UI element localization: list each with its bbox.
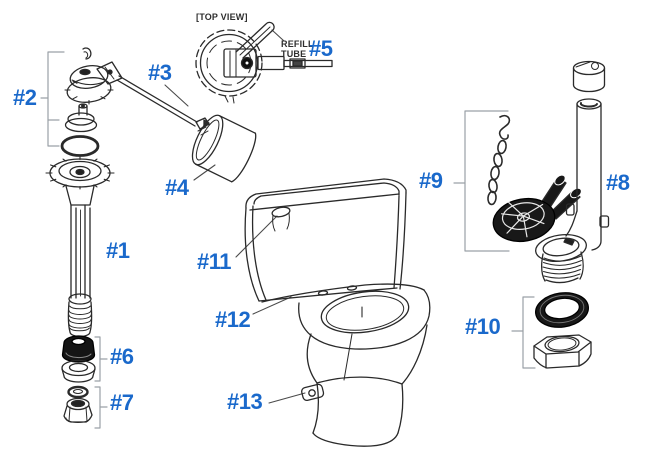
tank-to-bowl-gasket-drawing	[533, 292, 592, 369]
part-label-10: #10	[465, 314, 501, 339]
shank-locknut-drawing	[63, 385, 93, 423]
part-label-9: #9	[419, 168, 443, 193]
fill-valve-body-drawing	[45, 156, 115, 338]
valve-cap-parts-drawing	[60, 47, 123, 157]
part-label-5: #5	[309, 36, 333, 61]
float-ball-drawing	[191, 114, 257, 183]
callout-brackets	[40, 51, 536, 429]
leader-lines	[164, 29, 306, 404]
part-label-7: #7	[110, 390, 134, 415]
part-label-1: #1	[106, 238, 130, 263]
refill-tube-caption-line2: TUBE	[281, 49, 307, 59]
part-label-4: #4	[165, 175, 189, 200]
part-label-6: #6	[110, 344, 134, 369]
refill-tube-caption-line1: REFILL	[281, 39, 314, 49]
part-label-12: #12	[215, 307, 251, 332]
part-label-8: #8	[606, 170, 630, 195]
part-label-11: #11	[197, 249, 232, 274]
tank-drawing	[244, 178, 407, 302]
coupling-gasket-drawing	[61, 335, 96, 383]
flapper-chain-drawing	[487, 114, 582, 243]
part-label-2: #2	[13, 85, 37, 110]
part-label-13: #13	[227, 389, 263, 414]
top-view-caption: [TOP VIEW]	[196, 12, 248, 22]
overflow-tube-drawing	[535, 60, 610, 284]
bowl-drawing	[261, 283, 431, 447]
top-view-drawing	[195, 21, 333, 104]
part-label-3: #3	[148, 60, 172, 85]
